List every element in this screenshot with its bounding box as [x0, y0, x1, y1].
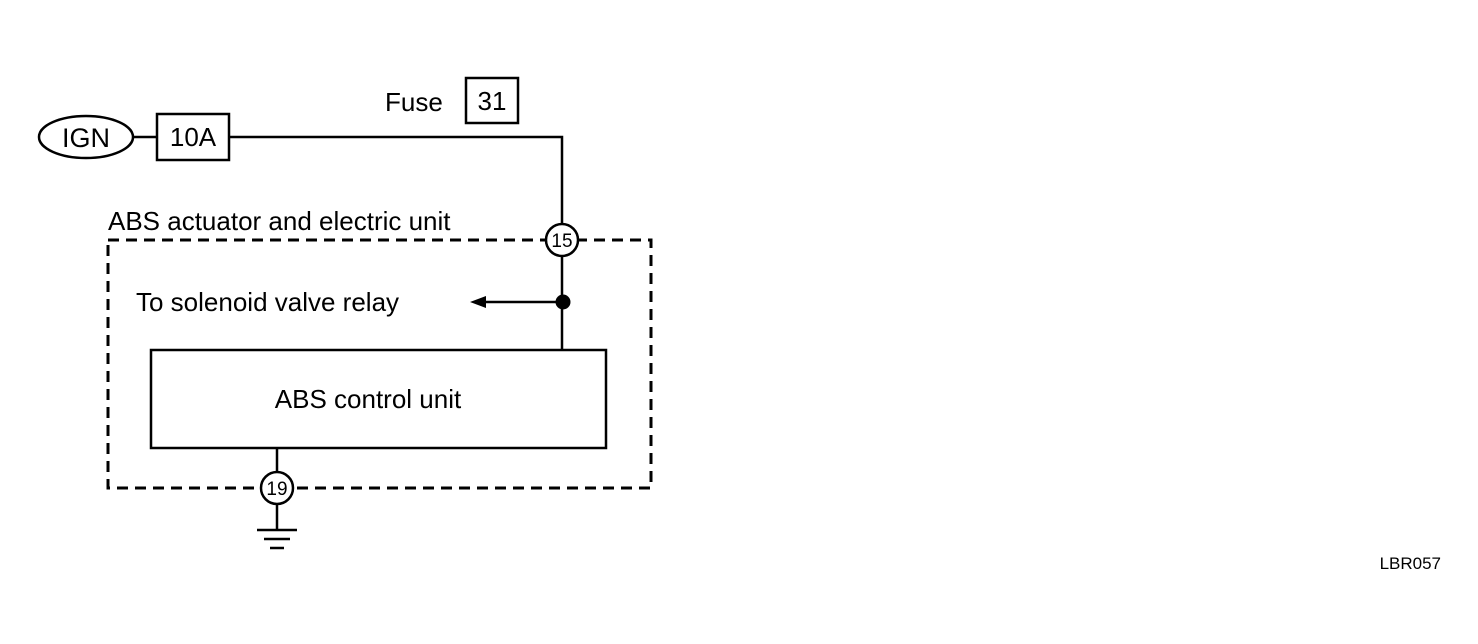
- wire-fuse-to-terminal-15: [229, 135, 564, 225]
- fuse-number-box: 31: [464, 76, 520, 125]
- fuse-rating-rect: [155, 112, 231, 162]
- fuse-rating-label: 10A: [170, 122, 217, 152]
- figure-code: LBR057: [1380, 554, 1441, 573]
- ground-icon: [257, 528, 297, 550]
- terminal-19: 19: [259, 470, 295, 506]
- terminal-19-label: 19: [266, 479, 287, 500]
- ign-power-source: IGN: [37, 114, 135, 160]
- terminal-15: 15: [544, 222, 580, 258]
- fuse-label: Fuse: [385, 87, 443, 117]
- abs-actuator-unit-label: ABS actuator and electric unit: [108, 206, 451, 236]
- abs-actuator-unit-boundary: [106, 238, 653, 490]
- terminal-15-label: 15: [551, 231, 572, 252]
- abs-control-unit-label: ABS control unit: [275, 384, 462, 414]
- fuse-rating-box: 10A: [155, 112, 231, 162]
- solenoid-valve-relay-label: To solenoid valve relay: [136, 287, 399, 317]
- ign-label: IGN: [62, 123, 110, 153]
- fuse-number-label: 31: [478, 86, 507, 116]
- fuse-number-rect: [464, 76, 520, 125]
- arrow-left-icon: [470, 296, 486, 308]
- abs-control-unit-rect: [149, 348, 608, 450]
- abs-control-unit: ABS control unit: [149, 348, 608, 450]
